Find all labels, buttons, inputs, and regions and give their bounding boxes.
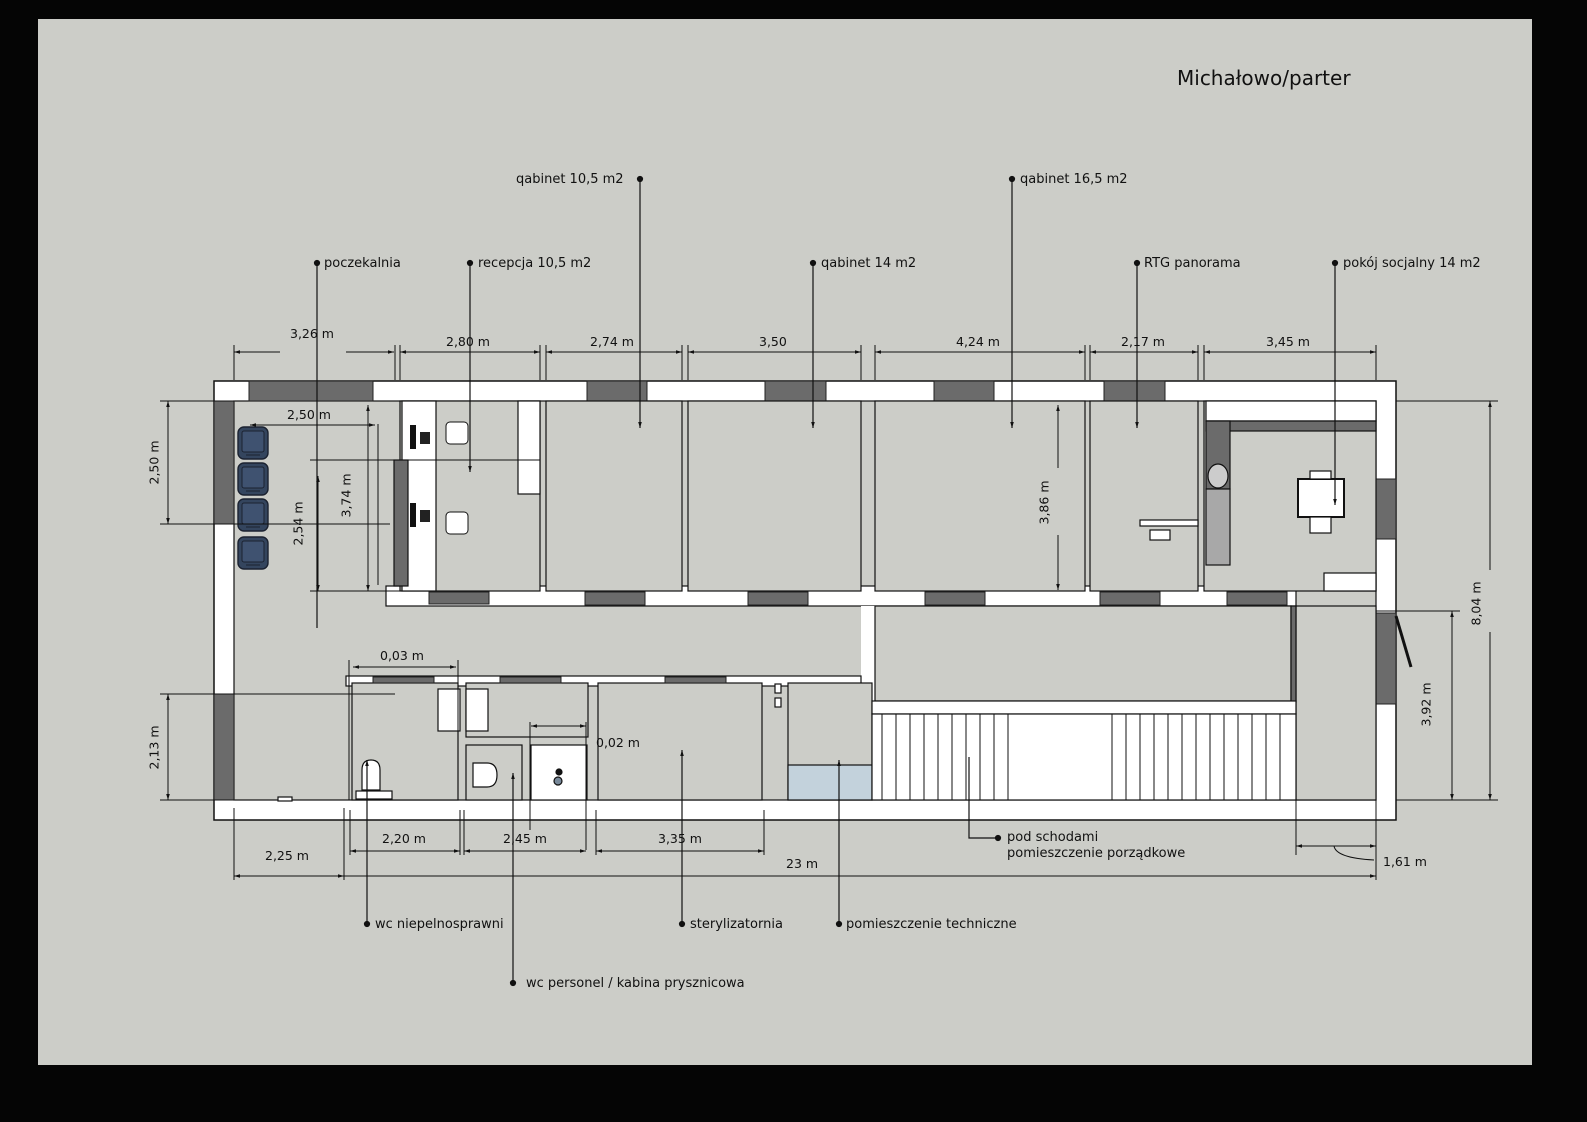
dim-top-1: 3,26 m <box>290 326 334 341</box>
floor-plan <box>160 175 1498 987</box>
dim-right-lower: 3,92 m <box>1418 682 1434 727</box>
dim-bottom-1: 2,25 m <box>265 848 309 863</box>
dim-top-5: 4,24 m <box>956 334 1000 349</box>
dim-left-upper: 2,50 m <box>146 440 162 485</box>
upper-rooms <box>385 400 1377 607</box>
label-sterylizatornia: sterylizatornia <box>690 917 783 932</box>
dim-waiting-h2: 3,74 m <box>338 473 354 518</box>
label-pomieszczenie-porzadkowe: pomieszczenie porządkowe <box>1007 846 1186 861</box>
label-wc-niepelnosprawni: wc niepelnosprawni <box>375 917 504 932</box>
label-gabinet-14: qabinet 14 m2 <box>821 256 917 271</box>
dim-top-2: 2,80 m <box>446 334 490 349</box>
drawing-sheet: Michałowo/parter <box>38 19 1532 1065</box>
dim-wc-top: 0,03 m <box>380 648 424 663</box>
label-wc-personel: wc personel / kabina prysznicowa <box>526 976 745 991</box>
label-gabinet-10-5: qabinet 10,5 m2 <box>516 172 624 187</box>
label-poczekalnia: poczekalnia <box>324 256 401 271</box>
dim-right-total: 8,04 m <box>1468 581 1484 626</box>
dim-total-length: 23 m <box>786 856 819 871</box>
label-gabinet-16-5: qabinet 16,5 m2 <box>1020 172 1128 187</box>
dim-gabinet-height: 3,86 m <box>1036 480 1052 525</box>
label-pomieszczenie-techniczne: pomieszczenie techniczne <box>846 917 1017 932</box>
leader-lines <box>313 175 1339 987</box>
staircase <box>871 615 1413 801</box>
dim-waiting-width: 2,50 m <box>287 407 331 422</box>
dim-top-7: 3,45 m <box>1266 334 1310 349</box>
dimension-lines <box>160 345 1498 880</box>
label-pokoj-socjalny: pokój socjalny 14 m2 <box>1343 256 1481 271</box>
dim-bottom-4: 3,35 m <box>658 831 702 846</box>
dim-shower: 0,02 m <box>596 735 640 750</box>
dim-entrance: 1,61 m <box>1383 854 1427 869</box>
reception-desks <box>410 421 469 535</box>
door-windows-corridor <box>428 591 1288 606</box>
dim-top-3: 2,74 m <box>590 334 634 349</box>
label-recepcja: recepcja 10,5 m2 <box>478 256 592 271</box>
dim-waiting-h1: 2,54 m <box>290 501 306 546</box>
windows <box>213 380 1397 801</box>
drawing-title: Michałowo/parter <box>1177 66 1351 90</box>
label-pod-schodami: pod schodami <box>1007 830 1099 845</box>
lower-rooms <box>277 605 1377 802</box>
dim-top-6: 2,17 m <box>1121 334 1165 349</box>
dim-top-4: 3,50 <box>759 334 787 349</box>
dim-bottom-3: 2,45 m <box>503 831 547 846</box>
dim-bottom-2: 2,20 m <box>382 831 426 846</box>
dim-left-lower: 2,13 m <box>146 725 162 770</box>
label-rtg-panorama: RTG panorama <box>1144 256 1241 271</box>
